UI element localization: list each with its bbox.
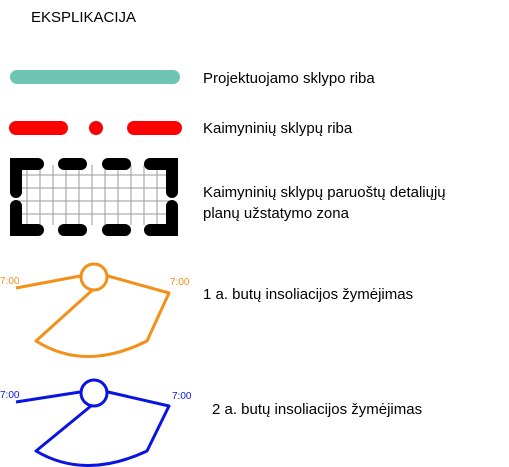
building-zone-label-line1: Kaimyninių sklypų paruoštų detaliųjų (203, 184, 446, 201)
neighbouring-plot-boundary-label: Kaimyninių sklypų riba (203, 120, 353, 137)
insolation-2-right-time: 7:00 (172, 391, 192, 402)
insolation-1st-floor-symbol (15, 262, 171, 358)
insolation-2nd-floor-symbol (15, 378, 171, 467)
insolation-1-right-time: 7:00 (170, 277, 190, 288)
detailed-plan-building-zone-symbol (10, 158, 178, 236)
building-zone-label-line2: planų užstatymo zona (203, 205, 349, 222)
legend-title: EKSPLIKACIJA (31, 9, 137, 26)
insolation-1-label: 1 a. butų insoliacijos žymėjimas (203, 286, 414, 303)
projected-plot-boundary-label: Projektuojamo sklypo riba (203, 70, 375, 87)
building-zone-label: Kaimyninių sklypų paruoštų detaliųjų pla… (203, 182, 446, 224)
insolation-2-label: 2 a. butų insoliacijos žymėjimas (212, 401, 423, 418)
insolation-1-left-time: 7:00 (0, 276, 20, 287)
insolation-2-left-time: 7:00 (0, 390, 20, 401)
